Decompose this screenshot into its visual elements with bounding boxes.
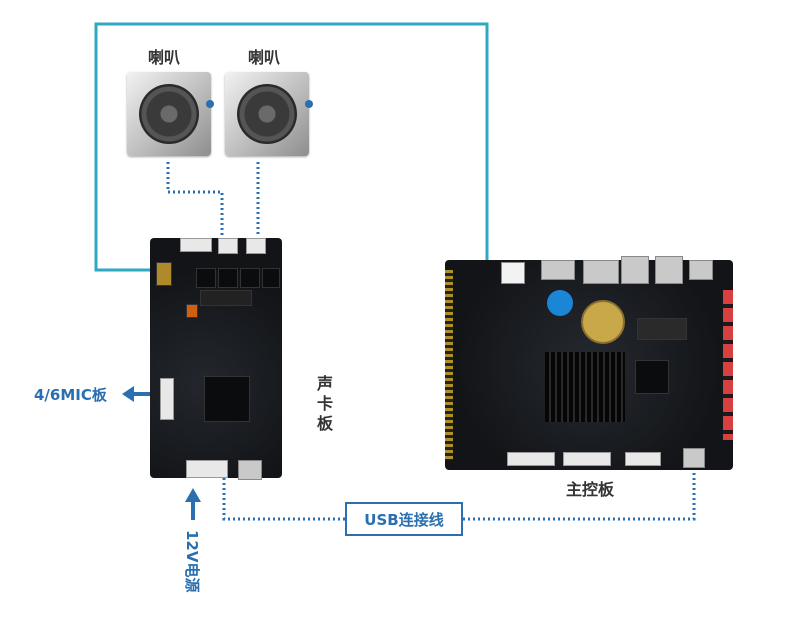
arrow-left-icon — [122, 386, 134, 402]
speaker-1 — [127, 72, 211, 156]
speaker-terminal-1 — [206, 100, 214, 108]
sound-card-label: 声卡板 — [316, 374, 333, 433]
speaker-label-2: 喇叭 — [248, 48, 281, 67]
main-control-board — [445, 256, 733, 470]
usb-cable-label-box: USB连接线 — [345, 502, 463, 536]
power-label: 12V电源 — [183, 530, 201, 593]
speaker-2 — [225, 72, 309, 156]
speaker-wire-solid — [94, 22, 489, 272]
speaker-cone-icon — [237, 84, 297, 144]
mic-board-label: 4/6MIC板 — [34, 386, 107, 404]
usb-cable-label: USB连接线 — [364, 510, 444, 529]
speaker-terminal-2 — [305, 100, 313, 108]
sound-card-board — [150, 238, 282, 480]
arrow-up-icon — [185, 488, 201, 502]
speaker-label-1: 喇叭 — [148, 48, 181, 67]
speaker-cone-icon — [139, 84, 199, 144]
usb-cable-line — [222, 478, 345, 521]
speaker-wire-dotted-left — [166, 162, 224, 236]
usb-cable-line-right — [463, 462, 696, 521]
main-board-label: 主控板 — [566, 480, 615, 499]
